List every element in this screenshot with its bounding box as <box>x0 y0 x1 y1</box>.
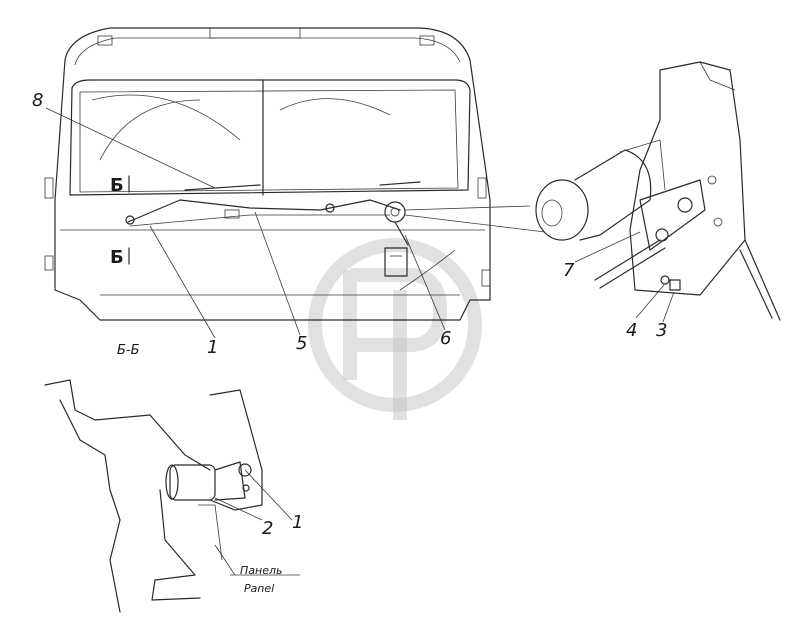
section-detail-view <box>44 379 300 613</box>
wiper-linkage <box>127 199 401 223</box>
callout-7: 7 <box>563 260 575 281</box>
panel-label-ru: Панель <box>240 564 283 577</box>
wiper-motor <box>535 179 589 241</box>
motor-detail-view <box>535 61 781 321</box>
callout-6: 6 <box>440 328 451 349</box>
section-title: Б-Б <box>117 343 140 358</box>
callout-5: 5 <box>296 333 307 354</box>
panel-label-en: Panel <box>244 582 274 595</box>
windshield <box>69 79 471 196</box>
wiper-pivot <box>384 201 406 223</box>
callout-3: 3 <box>656 320 667 341</box>
detail-motor <box>169 464 216 501</box>
callout-1-detail: 1 <box>292 512 303 533</box>
callout-8: 8 <box>32 90 43 111</box>
callout-2: 2 <box>262 518 273 539</box>
circle-logo-icon <box>308 238 482 420</box>
callout-4: 4 <box>626 320 637 341</box>
wiper-motor-small <box>384 247 408 277</box>
section-mark-windshield: Б <box>110 175 124 196</box>
section-mark-panel: Б <box>110 247 124 268</box>
cab-front-view <box>44 27 491 321</box>
callout-1: 1 <box>207 337 218 358</box>
leader-lines <box>45 107 675 521</box>
